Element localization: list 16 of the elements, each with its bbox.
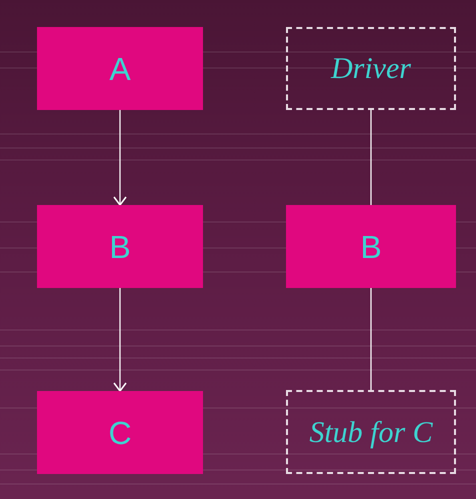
process-box — [37, 27, 203, 110]
box-label: Stub for C — [309, 414, 433, 450]
arrow — [113, 110, 127, 206]
box-label: Driver — [331, 51, 411, 87]
dashed-box — [286, 27, 456, 110]
connector-line — [370, 110, 372, 205]
arrow — [113, 288, 127, 392]
connector-line — [370, 288, 372, 390]
box-label: B — [109, 228, 131, 266]
dashed-box — [286, 390, 456, 474]
process-box — [286, 205, 456, 288]
process-box — [37, 391, 203, 474]
box-label: C — [108, 414, 132, 452]
process-box — [37, 205, 203, 288]
box-label: B — [360, 228, 382, 266]
box-label: A — [109, 50, 131, 88]
